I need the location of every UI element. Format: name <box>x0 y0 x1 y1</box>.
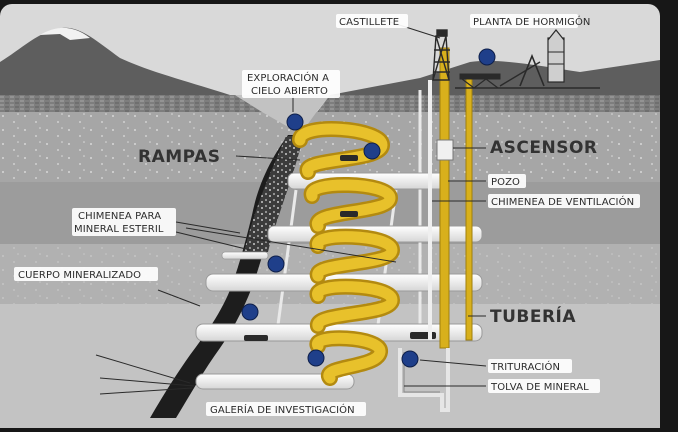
badge-ramp <box>363 142 381 160</box>
sterile-chimney <box>244 136 304 252</box>
label-castillete: CASTILLETE <box>339 17 399 28</box>
label-chimenea-esteril-1: CHIMENEA PARA <box>78 211 161 222</box>
label-rampas: RAMPAS <box>138 147 220 167</box>
leader-lines <box>95 21 487 395</box>
badges <box>241 48 496 368</box>
badge-open-pit <box>286 113 304 131</box>
label-trituracion: TRITURACIÓN <box>490 360 560 373</box>
badge-crusher <box>401 350 419 368</box>
label-cuerpo-mineralizado: CUERPO MINERALIZADO <box>18 270 141 281</box>
concrete-plant <box>455 29 600 89</box>
headframe <box>432 29 450 81</box>
labels: CASTILLETE PLANTA DE HORMIGÓN EXPLORACIÓ… <box>14 14 640 416</box>
spiral-ramp <box>292 121 401 386</box>
label-planta-hormigon: PLANTA DE HORMIGÓN <box>473 15 591 28</box>
label-exploracion-2: CIELO ABIERTO <box>251 86 328 97</box>
label-chimenea-ventilacion: CHIMENEA DE VENTILACIÓN <box>491 195 634 208</box>
badge-level-3 <box>241 303 259 321</box>
badge-level-4 <box>307 349 325 367</box>
label-tolva: TOLVA DE MINERAL <box>490 382 589 393</box>
label-galeria: GALERÍA DE INVESTIGACIÓN <box>210 403 355 416</box>
label-ascensor: ASCENSOR <box>490 138 598 158</box>
badge-plant <box>478 48 496 66</box>
badge-level-2 <box>267 255 285 273</box>
label-chimenea-esteril-2: MINERAL ESTERIL <box>74 224 164 235</box>
label-tuberia: TUBERÍA <box>490 305 576 327</box>
label-exploracion-1: EXPLORACIÓN A <box>247 71 329 84</box>
label-pozo: POZO <box>491 177 520 188</box>
